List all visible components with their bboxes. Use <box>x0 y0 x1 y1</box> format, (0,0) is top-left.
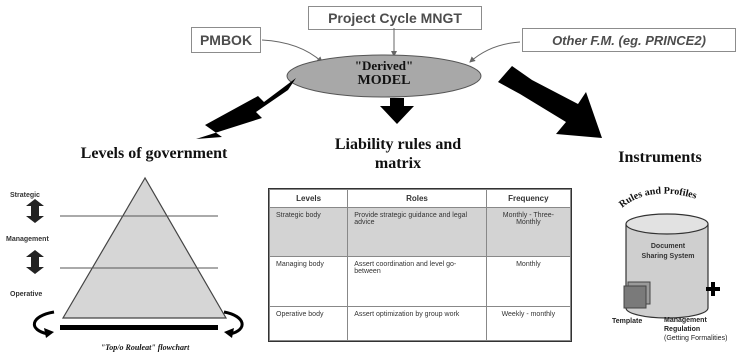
matrix-row-managing: Managing body Assert coordination and le… <box>268 256 572 307</box>
derived-model-line2: MODEL <box>357 73 411 88</box>
other-fm-label: Other F.M. (eg. PRINCE2) <box>552 32 706 48</box>
matrix-cell-level: Managing body <box>268 256 349 307</box>
matrix-col-frequency: Frequency <box>485 189 572 208</box>
plus-icon <box>706 282 720 296</box>
liability-heading-line1: Liability rules and <box>334 136 462 153</box>
liability-heading-line2: matrix <box>374 155 422 172</box>
derived-model-label: "Derived" MODEL <box>300 58 468 88</box>
template-icon-front <box>623 285 647 309</box>
project-cycle-box: Project Cycle MNGT <box>308 6 482 30</box>
matrix-row-strategic: Strategic body Provide strategic guidanc… <box>268 206 572 258</box>
curved-arrow-right <box>223 310 244 336</box>
matrix-row-operative: Operative body Assert optimization by gr… <box>268 305 572 342</box>
rules-profiles-arc-text: Rules and Profiles <box>617 186 698 211</box>
liability-matrix: Levels Roles Frequency Strategic body Pr… <box>268 188 572 342</box>
matrix-cell-role: Assert optimization by group work <box>347 305 487 342</box>
level-label-operative: Operative <box>10 291 43 298</box>
pyramid <box>61 176 228 319</box>
arrow-center <box>380 98 414 124</box>
matrix-cell-frequency: Monthly - Three-Monthly <box>485 206 572 258</box>
level-arrow-lower <box>26 250 44 274</box>
curved-arrow-left <box>33 310 55 336</box>
arrow-right <box>498 66 602 138</box>
regulation-title: Management Regulation <box>664 317 707 333</box>
level-label-management: Management <box>6 236 49 243</box>
level-arrow-upper <box>26 199 44 223</box>
pmbok-label: PMBOK <box>199 32 253 48</box>
cylinder-label: Document Sharing System <box>641 243 695 260</box>
matrix-cell-level: Operative body <box>268 305 349 342</box>
level-label-strategic: Strategic <box>10 192 40 199</box>
matrix-col-levels: Levels <box>268 189 349 208</box>
matrix-cell-frequency: Monthly <box>485 256 572 307</box>
pyramid-base-bar <box>60 325 218 330</box>
arrow-left <box>196 78 296 139</box>
matrix-cell-frequency: Weekly - monthly <box>485 305 572 342</box>
matrix-table: Levels Roles Frequency Strategic body Pr… <box>268 189 572 342</box>
matrix-cell-role: Provide strategic guidance and legal adv… <box>347 206 487 258</box>
matrix-header-row: Levels Roles Frequency <box>268 189 572 208</box>
connector-pmbok <box>261 39 323 63</box>
matrix-col-roles: Roles <box>347 189 487 208</box>
matrix-cell-level: Strategic body <box>268 206 349 258</box>
instruments-heading: Instruments <box>618 149 702 166</box>
matrix-cell-role: Assert coordination and level go-between <box>347 256 487 307</box>
regulation-label: Management Regulation (Getting Formaliti… <box>664 316 740 343</box>
document-cylinder-top <box>625 213 709 235</box>
project-cycle-label: Project Cycle MNGT <box>328 10 462 26</box>
levels-heading: Levels of government <box>80 145 228 162</box>
liability-heading: Liability rules and matrix <box>308 135 488 173</box>
derived-model-ellipse <box>286 54 482 98</box>
template-label: Template <box>612 318 643 325</box>
connector-other-fm <box>469 41 521 63</box>
flowchart-caption: "Top/o Rouleat" flowchart <box>100 343 190 352</box>
pmbok-box: PMBOK <box>191 27 261 53</box>
other-fm-box: Other F.M. (eg. PRINCE2) <box>522 28 736 52</box>
regulation-subtitle: (Getting Formalities) <box>664 335 728 342</box>
derived-model-line1: "Derived" <box>354 58 414 73</box>
